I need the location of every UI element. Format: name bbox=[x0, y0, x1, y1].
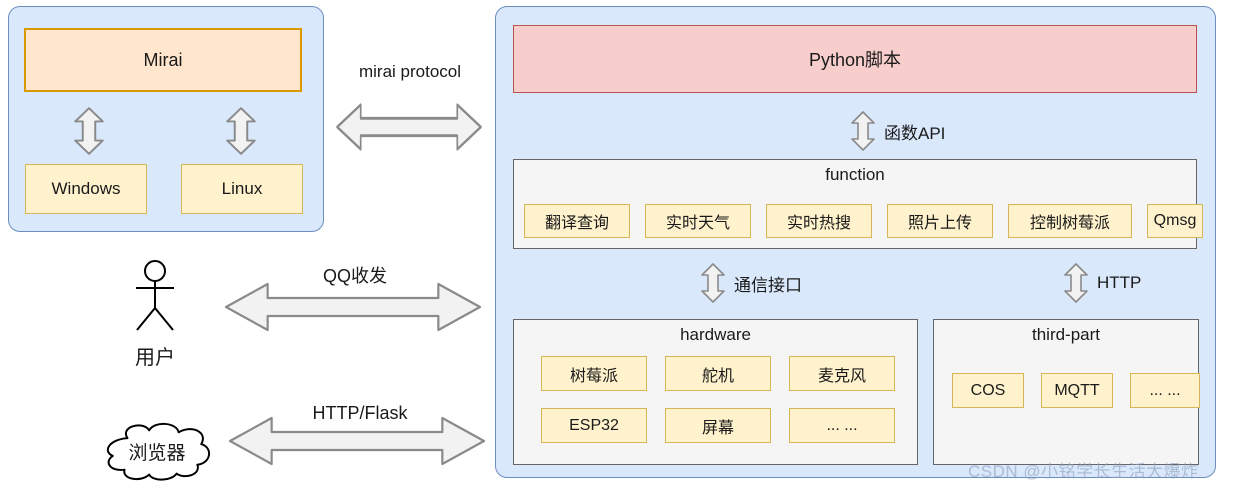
hardware-chip: 麦克风 bbox=[789, 356, 895, 391]
updown-arrow-icon bbox=[74, 107, 104, 155]
mirai-label: Mirai bbox=[143, 49, 183, 70]
updown-arrow-icon bbox=[226, 107, 256, 155]
qq-link-label: QQ收发 bbox=[322, 266, 387, 286]
user-actor-icon bbox=[124, 258, 186, 336]
python-script-label: Python脚本 bbox=[808, 50, 902, 70]
function-api-label: 函数API bbox=[884, 123, 946, 143]
browser-cloud-icon bbox=[98, 418, 216, 482]
comm-interface-label: 通信接口 bbox=[734, 275, 802, 295]
function-chip: 照片上传 bbox=[887, 204, 993, 238]
watermark: CSDN @小铭学长生活大爆炸 bbox=[968, 462, 1199, 481]
updown-arrow-icon bbox=[701, 263, 725, 303]
hardware-group-title: hardware bbox=[680, 325, 751, 344]
thirdpart-group-title: third-part bbox=[1031, 325, 1101, 344]
http-flask-label: HTTP/Flask bbox=[312, 403, 408, 423]
bidirectional-arrow-icon bbox=[224, 277, 482, 337]
python-panel: Python脚本 函数API function 翻译查询 实时天气 实时热搜 照… bbox=[495, 6, 1216, 478]
hardware-chip: ESP32 bbox=[541, 408, 647, 443]
function-chip: 实时热搜 bbox=[766, 204, 872, 238]
mirai-box: Mirai bbox=[24, 28, 302, 92]
thirdpart-chip: COS bbox=[952, 373, 1024, 408]
function-chip: 实时天气 bbox=[645, 204, 751, 238]
thirdpart-chip: MQTT bbox=[1041, 373, 1113, 408]
hardware-chip: 舵机 bbox=[665, 356, 771, 391]
python-script-box: Python脚本 bbox=[513, 25, 1197, 93]
browser-label: 浏览器 bbox=[128, 443, 186, 464]
linux-label: Linux bbox=[221, 179, 263, 198]
function-chip: 控制树莓派 bbox=[1008, 204, 1132, 238]
http-label: HTTP bbox=[1097, 273, 1142, 292]
bidirectional-arrow-icon bbox=[336, 98, 482, 156]
mirai-panel: Mirai Windows Linux bbox=[8, 6, 324, 232]
function-group-title: function bbox=[825, 165, 885, 184]
mirai-protocol-label: mirai protocol bbox=[358, 62, 462, 81]
user-label: 用户 bbox=[135, 347, 175, 369]
thirdpart-chip: ... ... bbox=[1130, 373, 1200, 408]
function-chip: Qmsg bbox=[1147, 204, 1203, 238]
linux-box: Linux bbox=[181, 164, 303, 214]
updown-arrow-icon bbox=[1064, 263, 1088, 303]
function-group-box: function 翻译查询 实时天气 实时热搜 照片上传 控制树莓派 Qmsg bbox=[513, 159, 1203, 249]
windows-box: Windows bbox=[25, 164, 147, 214]
function-api-link: 函数API bbox=[851, 111, 945, 151]
function-chip: 翻译查询 bbox=[524, 204, 630, 238]
windows-label: Windows bbox=[51, 179, 121, 198]
comm-interface-link: 通信接口 bbox=[701, 263, 802, 303]
hardware-group-box: hardware 树莓派 舵机 麦克风 ESP32 屏幕 ... ... bbox=[513, 319, 918, 465]
thirdpart-group-box: third-part COS MQTT ... ... bbox=[933, 319, 1200, 465]
http-link: HTTP bbox=[1064, 263, 1141, 303]
updown-arrow-icon bbox=[851, 111, 875, 151]
hardware-chip: ... ... bbox=[789, 408, 895, 443]
hardware-chip: 树莓派 bbox=[541, 356, 647, 391]
bidirectional-arrow-icon bbox=[228, 411, 486, 471]
hardware-chip: 屏幕 bbox=[665, 408, 771, 443]
